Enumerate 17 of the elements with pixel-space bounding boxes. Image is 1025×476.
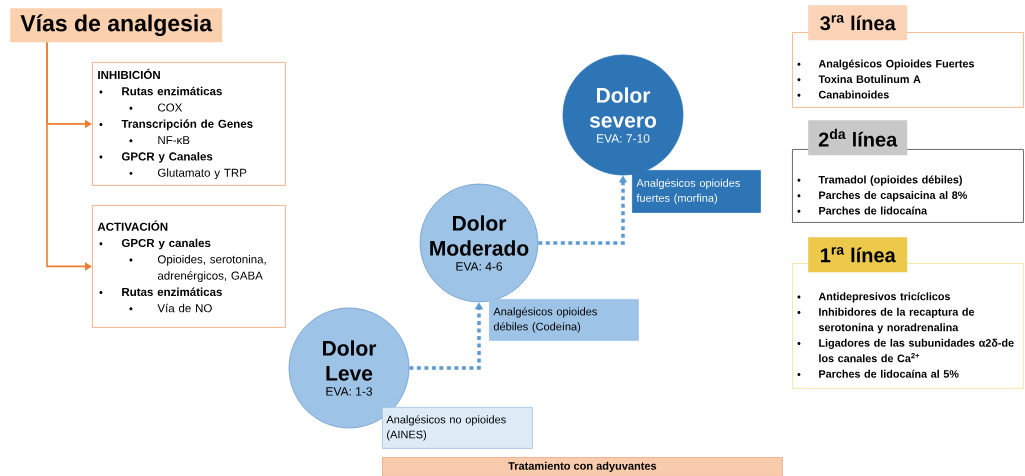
drug-box: Analgésicos no opioides (AINES) <box>382 407 533 449</box>
node-label: Ligadores de las subunidades α2δ-de los canales de Ca$^{2+}$ <box>819 338 1014 363</box>
list-box: INHIBICIÓN Rutas enzimáticas COX Transcripción de Genes NF-κB GPCR y Canales Glutamato y TRP <box>92 62 286 186</box>
node-label: Inhibidores de la recaptura de serotonina y noradrenalina <box>818 307 975 334</box>
list-box: Antidepresivos tricíclicos Inhibidores de la recaptura de serotonina y noradrenalina Ligadores de las subunidades α2δ-de los canales de Ca$^{2+}$ Parches de lidocaína al 5% <box>792 263 1024 389</box>
heading-tab: 3$^{ra}$ línea <box>808 5 908 41</box>
list-box: Tramadol (opioides débiles) Parches de capsaicina al 8% Parches de lidocaína <box>792 149 1024 223</box>
heading-tab: 2$^{da}$ línea <box>808 120 908 156</box>
heading-tab: 1$^{ra}$ línea <box>808 237 908 273</box>
node-label: Antidepresivos tricíclicos <box>818 292 951 303</box>
node-label: Parches de lidocaína al 5% <box>819 369 959 378</box>
list-box: Analgésicos Opioides Fuertes Toxina Botulinum A Canabinoides <box>792 32 1024 108</box>
treatment-bar: Tratamiento con adyuvantes <box>382 457 783 476</box>
list-box: ACTIVACIÓN GPCR y canales Opioides, serotonina, adrenérgicos, GABA Rutas enzimáticas Vía de NO <box>92 205 286 328</box>
title-box: Vías de analgesia <box>10 8 223 43</box>
drug-box: Analgésicos opioides débiles (Codeína) <box>489 299 639 341</box>
drug-box: Analgésicos opioides fuertes (morfina) <box>632 170 761 213</box>
